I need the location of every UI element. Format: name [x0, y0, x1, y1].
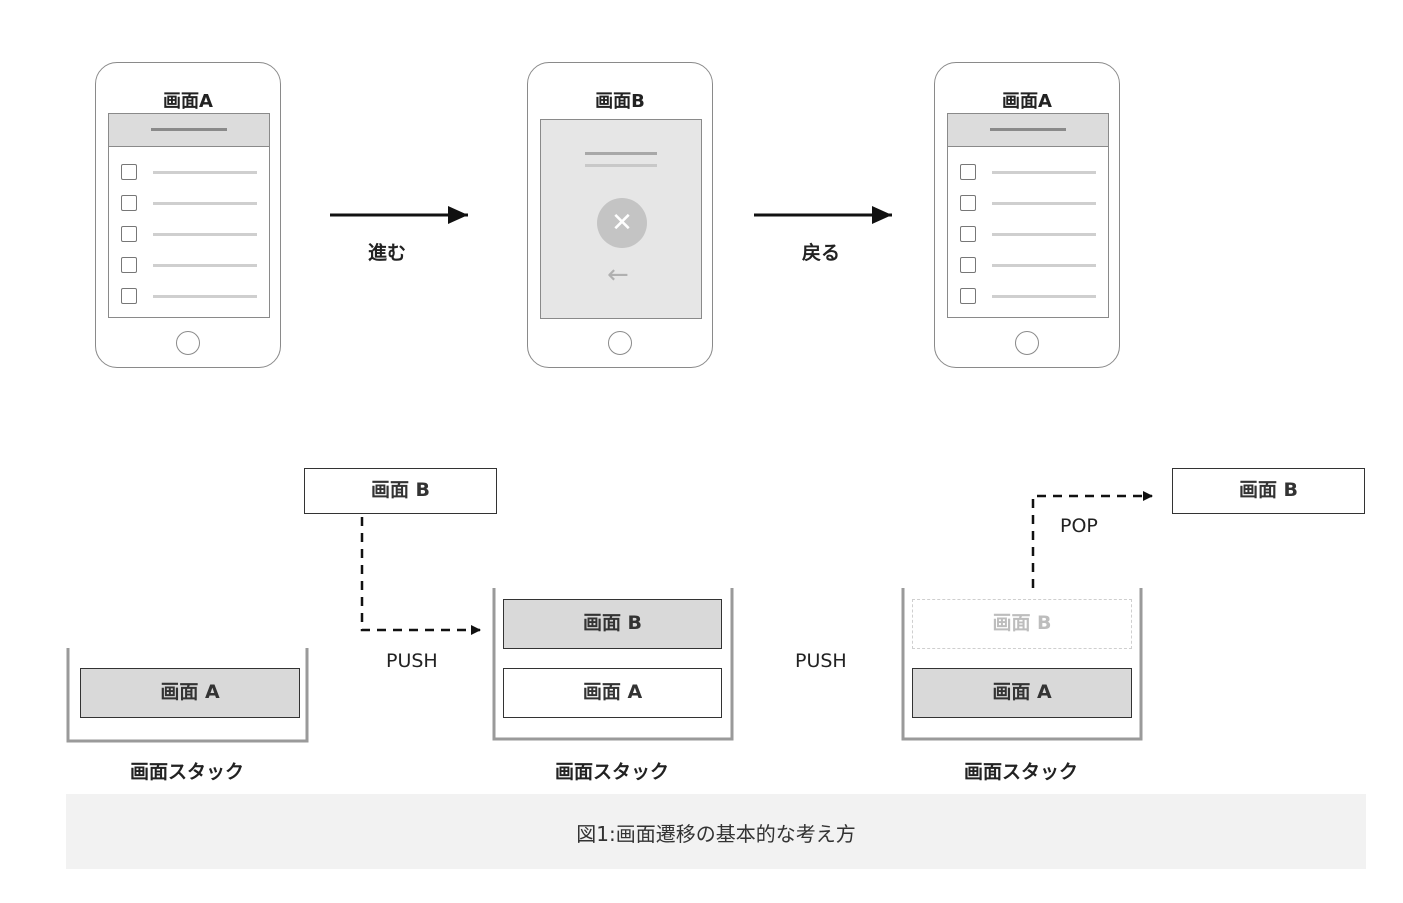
stack3-card-a: 画面 A	[912, 668, 1132, 718]
phone-title: 画面B	[595, 91, 645, 112]
checkbox-icon	[960, 195, 976, 211]
list-item	[121, 257, 257, 277]
stack2-card-a: 画面 A	[503, 668, 722, 718]
list-item	[121, 288, 257, 308]
pop-arrow	[1031, 491, 1153, 588]
home-button-icon	[176, 331, 200, 355]
checkbox-icon	[121, 164, 137, 180]
checkbox-icon	[960, 257, 976, 273]
checkbox-icon	[121, 288, 137, 304]
stack-container-1	[66, 648, 309, 743]
stack2-card-b: 画面 B	[503, 599, 722, 649]
phone-title: 画面A	[163, 91, 213, 112]
list-item	[960, 226, 1096, 246]
figure-caption: 図1:画面遷移の基本的な考え方	[576, 822, 856, 846]
pop-label: POP	[1060, 515, 1098, 537]
list-item	[960, 288, 1096, 308]
stack3-label: 画面スタック	[963, 761, 1078, 783]
phone-screen	[108, 113, 270, 318]
list-item	[960, 195, 1096, 215]
back-arrow-icon: ←	[607, 260, 629, 290]
popped-card-b: 画面 B	[1172, 468, 1365, 514]
checkbox-icon	[121, 226, 137, 242]
home-button-icon	[608, 331, 632, 355]
push-arrow	[360, 517, 481, 635]
phone-screen: ✕ ←	[540, 119, 702, 319]
checkbox-icon	[960, 164, 976, 180]
home-button-icon	[1015, 331, 1039, 355]
back-label: 戻る	[802, 242, 841, 264]
phone-screen	[947, 113, 1109, 318]
phone-screen-b: 画面B ✕ ←	[527, 62, 713, 368]
forward-label: 進む	[368, 242, 407, 264]
checkbox-icon	[960, 226, 976, 242]
stack3-card-b-ghost: 画面 B	[912, 599, 1132, 649]
stack1-label: 画面スタック	[129, 761, 244, 783]
list-item	[121, 226, 257, 246]
list-item	[121, 195, 257, 215]
phone-screen-a-2: 画面A	[934, 62, 1120, 368]
floating-card-b: 画面 B	[304, 468, 497, 514]
stack1-card-a: 画面 A	[80, 668, 300, 718]
checkbox-icon	[960, 288, 976, 304]
push-label-2: PUSH	[795, 650, 847, 672]
phone-title: 画面A	[1002, 91, 1052, 112]
checkbox-icon	[121, 257, 137, 273]
list-item	[960, 164, 1096, 184]
figure-caption-bar: 図1:画面遷移の基本的な考え方	[66, 794, 1366, 869]
phone-screen-a-1: 画面A	[95, 62, 281, 368]
close-icon: ✕	[597, 198, 647, 248]
stack2-label: 画面スタック	[554, 761, 669, 783]
checkbox-icon	[121, 195, 137, 211]
screen-header	[948, 114, 1108, 147]
stack-container-2	[492, 588, 734, 741]
screen-header	[109, 114, 269, 147]
stack-container-3	[901, 588, 1143, 741]
push-label-1: PUSH	[386, 650, 438, 672]
list-item	[960, 257, 1096, 277]
list-item	[121, 164, 257, 184]
